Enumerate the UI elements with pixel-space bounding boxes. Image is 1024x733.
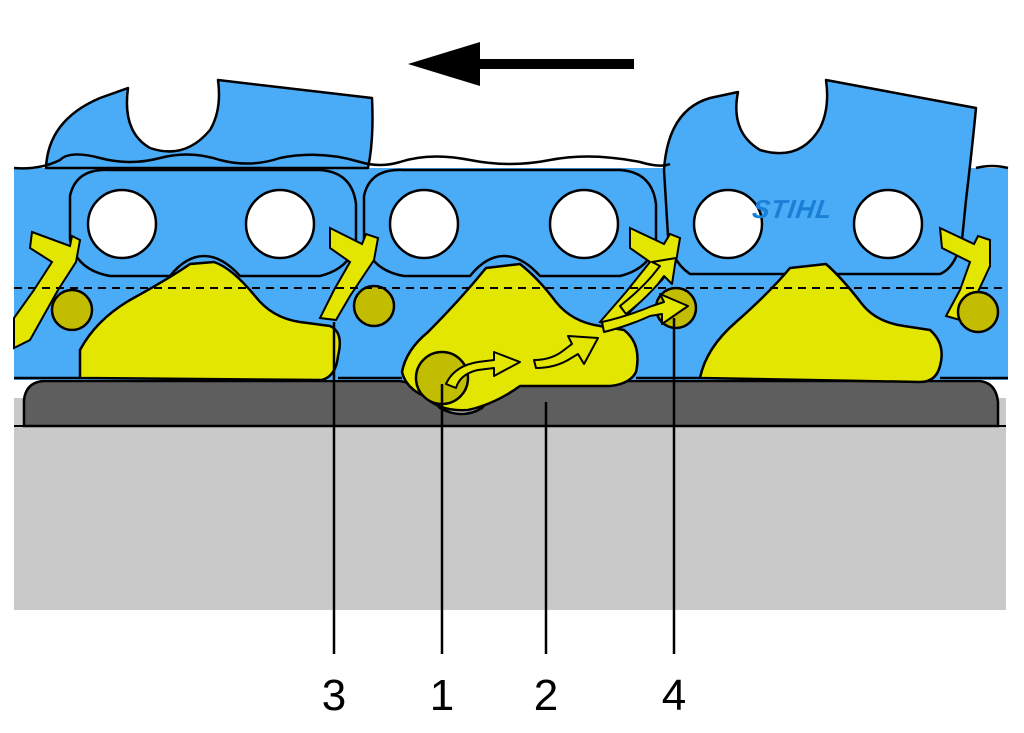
oil-flow-arrows: [445, 257, 689, 389]
direction-arrow-icon: [408, 42, 634, 86]
rivet: [352, 284, 396, 328]
cutter-left: [44, 78, 374, 170]
rivet: [956, 290, 1000, 334]
rivet-hole: [852, 188, 924, 260]
chain-top-outline: [13, 153, 1009, 170]
rivet-hole: [692, 188, 764, 260]
rivet-hole: [388, 188, 460, 260]
guide-rail: [22, 379, 1000, 428]
hook-center-left: [318, 226, 380, 322]
callout-2: 2: [534, 671, 558, 720]
drive-link-right: [698, 262, 943, 384]
drive-link-left: [78, 260, 341, 382]
callout-3: 3: [322, 671, 346, 720]
callout-1: 1: [430, 671, 454, 720]
rivet: [50, 288, 94, 332]
rivet-hole: [244, 188, 316, 260]
brand-logo: STIHL: [751, 194, 835, 224]
guide-bar-body: [14, 398, 1006, 610]
hook-left: [13, 230, 82, 350]
callout-4: 4: [662, 671, 686, 720]
rivet-hole: [548, 188, 620, 260]
rivet-hole: [86, 188, 158, 260]
